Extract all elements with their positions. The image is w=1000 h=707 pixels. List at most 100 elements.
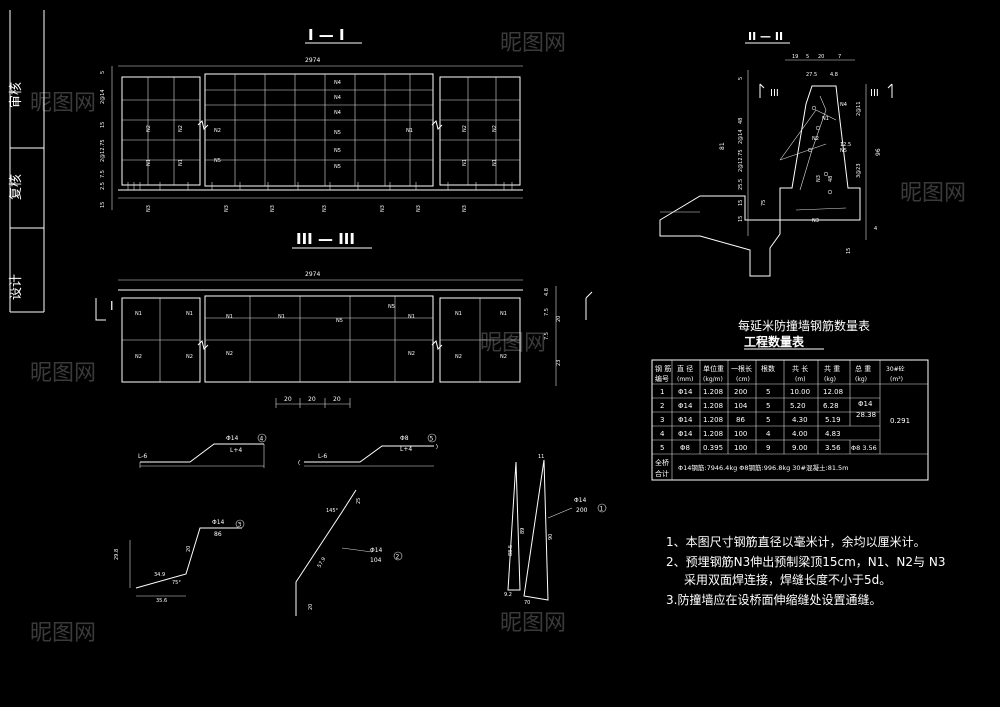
watermark: 昵图网 [900, 181, 966, 206]
bar-label: N2 [214, 128, 221, 134]
table-header: (mm) [677, 376, 693, 383]
section-1-overall-dim: 2974 [305, 57, 320, 64]
table-header: (kg/m) [703, 376, 723, 383]
rebar-dia: Φ14 [226, 435, 239, 442]
section-3-dim: 4.8 [544, 288, 550, 296]
quantity-table: 每延米防撞墙钢筋数量表 工程数量表 钢 筋 编号 直 径 (mm) 单位重 (k… [651, 318, 929, 481]
section-1-dim: 5 [100, 71, 106, 74]
bar-label: N2 [186, 354, 193, 360]
rebar-num: 1 [600, 506, 604, 513]
rebar-dim: 11 [538, 454, 544, 460]
section-2-dim: 2@14 [738, 129, 744, 144]
table-title: 每延米防撞墙钢筋数量表 [738, 318, 870, 333]
table-cell: 5 [766, 388, 770, 396]
rebar-dim: 75° [172, 580, 181, 586]
bar-label: N5 [334, 164, 341, 170]
bar-label: N2 [408, 351, 415, 357]
rebar-dia: Φ14 [370, 547, 383, 554]
table-cell: 3 [660, 416, 664, 424]
table-cell: 5.20 [790, 402, 806, 410]
rebar-dim: 25 [356, 498, 362, 504]
section-2-drawing: II — II 19 5 20 7 27.5 4.8 III III 5 48 … [659, 30, 893, 277]
rebar-detail-2: 145° 25 57.9 20 Φ14 104 2 [295, 489, 403, 616]
concrete-volume: 0.291 [890, 417, 910, 425]
table-cell: 5.19 [825, 416, 841, 424]
section-1-dim: 2@14 [100, 89, 106, 104]
section-mark-right: III [870, 88, 879, 99]
table-cell: 1.208 [703, 416, 723, 424]
section-1-dim: 7.5 [100, 170, 106, 178]
table-header: 一根长 [731, 364, 752, 373]
bar-label: N1 [822, 116, 829, 122]
table-cell: 5 [766, 416, 770, 424]
bar-label: N2 [812, 136, 819, 142]
table-cell: Φ14 [678, 388, 693, 396]
table-header: (m) [795, 376, 806, 383]
bar-label: N3 [462, 205, 468, 212]
section-2-top-dim: 7 [838, 54, 841, 60]
rebar-dim: 90 [548, 534, 554, 540]
rebar-detail-5: L-6 Φ8 L+4 5 [298, 433, 438, 467]
bar-label: N5 [840, 148, 847, 154]
bar-label: N4 [840, 102, 847, 108]
note-2-cont: 采用双面焊连接，焊缝长度不小于5d。 [684, 572, 891, 587]
bar-label: N3 [812, 218, 819, 224]
bar-label: N2 [178, 125, 184, 132]
watermark: 昵图网 [480, 331, 546, 356]
section-2-dim: 15 [846, 248, 852, 254]
section-2-dim: 15 [738, 216, 744, 222]
section-1-dim: 15 [100, 122, 106, 128]
rebar-dim: 88.5 [508, 545, 514, 556]
bar-label: N2 [146, 125, 152, 132]
note-2: 2、预埋钢筋N3伸出预制梁顶15cm，N1、N2与 N3 [666, 554, 945, 569]
rebar-dia: Φ14 [212, 519, 225, 526]
bar-label: N1 [278, 314, 285, 320]
table-cell: 5 [660, 444, 664, 452]
total-weight: 28.38 [856, 411, 876, 419]
table-header: 根数 [761, 364, 775, 373]
section-2-top-dim: 27.5 [806, 72, 817, 78]
section-2-dim: 2@11 [856, 101, 862, 116]
table-cell: Φ14 [678, 430, 693, 438]
section-3-dim: 7.5 [544, 308, 550, 316]
rebar-dim: 9.2 [504, 592, 512, 598]
bar-label: N3 [380, 205, 386, 212]
rebar-num: 3 [238, 522, 242, 529]
table-cell: 1 [660, 388, 664, 396]
bar-label: N5 [388, 304, 395, 310]
rebar-len: 104 [370, 557, 382, 564]
bar-label: 48 [828, 176, 834, 182]
rebar-len: 86 [214, 531, 222, 538]
watermark: 昵图网 [30, 91, 96, 116]
bar-label: N1 [408, 314, 415, 320]
table-cell: 1.208 [703, 430, 723, 438]
rebar-dim: 20 [308, 604, 314, 610]
table-cell: 4.00 [792, 430, 808, 438]
table-cell: 4 [660, 430, 665, 438]
section-3-bottom-dim: 20 [333, 396, 341, 403]
table-cell: 4.83 [825, 430, 841, 438]
bar-label: N1 [146, 159, 152, 166]
table-header: (kg) [855, 376, 867, 383]
table-cell: 100 [734, 444, 747, 452]
section-2-dim: 2@12.75 [738, 150, 744, 173]
note-1: 1、本图尺寸钢筋直径以毫米计，余均以厘米计。 [666, 534, 926, 549]
section-2-top-dim: 19 [792, 54, 798, 60]
rebar-len: L-6 [318, 453, 327, 460]
rebar-num: 4 [260, 436, 264, 443]
table-cell: Φ14 [678, 402, 693, 410]
table-cell: 0.395 [703, 444, 723, 452]
table-cell: 1.208 [703, 388, 723, 396]
table-cell: 3.56 [825, 444, 841, 452]
rebar-num: 2 [396, 554, 400, 561]
section-2-top-dim: 5 [806, 54, 809, 60]
table-cell: 1.208 [703, 402, 723, 410]
table-cell: 4.30 [792, 416, 808, 424]
sum-label: 全桥 [655, 458, 669, 467]
section-2-dim: 15 [738, 200, 744, 206]
watermark-layer: 昵图网 昵图网 昵图网 昵图网 昵图网 昵图网 昵图网 [30, 31, 966, 646]
table-header: 单位重 [703, 364, 724, 373]
bar-label: N1 [186, 311, 193, 317]
section-2-dim: 81 [719, 142, 726, 150]
rebar-len: L-6 [138, 453, 147, 460]
